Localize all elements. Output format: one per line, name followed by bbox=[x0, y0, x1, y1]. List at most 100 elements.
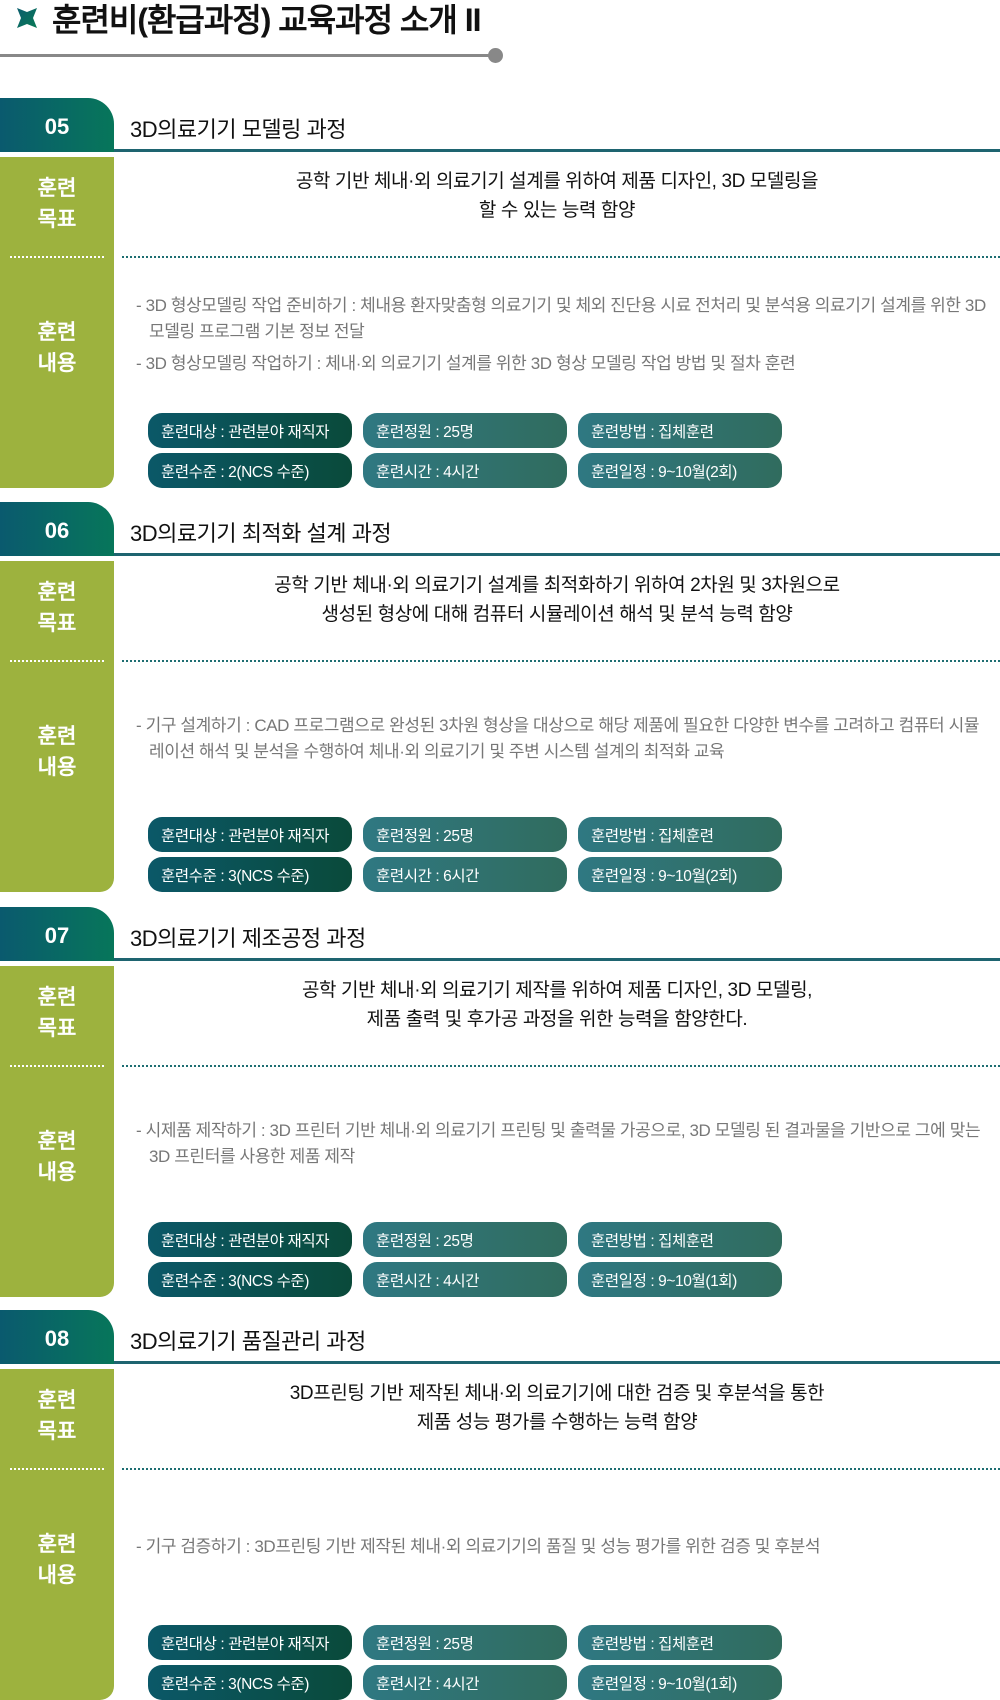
info-badge: 훈련대상 : 관련분야 재직자 bbox=[148, 817, 352, 852]
info-badge: 훈련일정 : 9~10월(1회) bbox=[578, 1665, 782, 1700]
goal-label-line: 목표 bbox=[37, 1017, 77, 1040]
training-content: - 기구 설계하기 : CAD 프로그램으로 완성된 3차원 형상을 대상으로 … bbox=[136, 662, 986, 816]
info-badge: 훈련방법 : 집체훈련 bbox=[578, 817, 782, 852]
info-badge: 훈련시간 : 4시간 bbox=[363, 1262, 567, 1297]
training-goal: 공학 기반 체내·외 의료기기 제작를 위하여 제품 디자인, 3D 모델링, 제… bbox=[114, 976, 1000, 1034]
dotted-divider bbox=[122, 1468, 1000, 1470]
header-divider bbox=[0, 54, 494, 57]
info-badge: 훈련정원 : 25명 bbox=[363, 413, 567, 448]
course-title: 3D의료기기 품질관리 과정 bbox=[130, 1329, 366, 1354]
dotted-divider bbox=[122, 256, 1000, 258]
info-badge: 훈련방법 : 집체훈련 bbox=[578, 1625, 782, 1660]
dotted-divider bbox=[10, 660, 104, 662]
label-column bbox=[0, 157, 114, 488]
title-underline bbox=[114, 958, 1000, 961]
divider-dot-icon bbox=[488, 48, 503, 63]
info-badge: 훈련대상 : 관련분야 재직자 bbox=[148, 413, 352, 448]
goal-line: 할 수 있는 능력 함양 bbox=[478, 200, 636, 221]
info-badge: 훈련시간 : 4시간 bbox=[363, 1665, 567, 1700]
content-label-line: 훈련 bbox=[37, 1533, 77, 1556]
goal-label-line: 목표 bbox=[37, 208, 77, 231]
goal-line: 제품 성능 평가를 수행하는 능력 함양 bbox=[416, 1412, 698, 1433]
dotted-divider bbox=[10, 256, 104, 258]
training-goal: 공학 기반 체내·외 의료기기 설계를 최적화하기 위하여 2차원 및 3차원으… bbox=[114, 571, 1000, 629]
info-badge: 훈련일정 : 9~10월(2회) bbox=[578, 857, 782, 892]
course-number-tab: 07 bbox=[0, 907, 114, 961]
goal-line: 3D프린팅 기반 제작된 체내·외 의료기기에 대한 검증 및 후분석을 통한 bbox=[289, 1383, 825, 1404]
content-label-line: 내용 bbox=[37, 352, 77, 375]
content-label-line: 훈련 bbox=[37, 321, 77, 344]
info-badge: 훈련수준 : 3(NCS 수준) bbox=[148, 1665, 352, 1700]
goal-line: 공학 기반 체내·외 의료기기 설계를 최적화하기 위하여 2차원 및 3차원으… bbox=[274, 575, 840, 596]
title-underline bbox=[114, 553, 1000, 556]
title-underline bbox=[114, 149, 1000, 152]
content-label-line: 훈련 bbox=[37, 1130, 77, 1153]
dotted-divider bbox=[10, 1468, 104, 1470]
label-column bbox=[0, 561, 114, 892]
label-column bbox=[0, 966, 114, 1297]
training-content: - 기구 검증하기 : 3D프린팅 기반 제작된 체내·외 의료기기의 품질 및… bbox=[136, 1470, 986, 1624]
goal-label-line: 훈련 bbox=[37, 581, 77, 604]
dotted-divider bbox=[10, 1065, 104, 1067]
content-item: - 3D 형상모델링 작업 준비하기 : 체내용 환자맞춤형 의료기기 및 체외… bbox=[136, 296, 986, 341]
info-badge: 훈련대상 : 관련분야 재직자 bbox=[148, 1625, 352, 1660]
goal-line: 생성된 형상에 대해 컴퓨터 시뮬레이션 해석 및 분석 능력 함양 bbox=[321, 604, 793, 625]
course-number-tab: 08 bbox=[0, 1310, 114, 1364]
training-content: - 시제품 제작하기 : 3D 프린터 기반 체내·외 의료기기 프린팅 및 출… bbox=[136, 1067, 986, 1221]
title-underline bbox=[114, 1361, 1000, 1364]
content-label-line: 내용 bbox=[37, 1161, 77, 1184]
training-content: - 3D 형상모델링 작업 준비하기 : 체내용 환자맞춤형 의료기기 및 체외… bbox=[136, 258, 986, 412]
label-column bbox=[0, 1369, 114, 1700]
info-badge: 훈련방법 : 집체훈련 bbox=[578, 413, 782, 448]
course-title: 3D의료기기 모델링 과정 bbox=[130, 117, 347, 142]
info-badge: 훈련일정 : 9~10월(1회) bbox=[578, 1262, 782, 1297]
info-badge: 훈련시간 : 4시간 bbox=[363, 453, 567, 488]
goal-label-line: 목표 bbox=[37, 1420, 77, 1443]
content-label-line: 훈련 bbox=[37, 725, 77, 748]
info-badge: 훈련대상 : 관련분야 재직자 bbox=[148, 1222, 352, 1257]
info-badge: 훈련정원 : 25명 bbox=[363, 817, 567, 852]
course-title: 3D의료기기 제조공정 과정 bbox=[130, 926, 366, 951]
page-title: 훈련비(환급과정) 교육과정 소개 II bbox=[52, 2, 481, 38]
info-badge: 훈련시간 : 6시간 bbox=[363, 857, 567, 892]
info-badge: 훈련정원 : 25명 bbox=[363, 1222, 567, 1257]
content-item: - 기구 설계하기 : CAD 프로그램으로 완성된 3차원 형상을 대상으로 … bbox=[136, 716, 980, 761]
goal-label-line: 훈련 bbox=[37, 177, 77, 200]
header-bullet-icon bbox=[17, 8, 37, 28]
goal-line: 공학 기반 체내·외 의료기기 제작를 위하여 제품 디자인, 3D 모델링, bbox=[301, 980, 813, 1001]
info-badge: 훈련수준 : 3(NCS 수준) bbox=[148, 857, 352, 892]
course-number-tab: 05 bbox=[0, 98, 114, 152]
content-item: - 기구 검증하기 : 3D프린팅 기반 제작된 체내·외 의료기기의 품질 및… bbox=[136, 1537, 821, 1556]
course-number-tab: 06 bbox=[0, 502, 114, 556]
course-title: 3D의료기기 최적화 설계 과정 bbox=[130, 521, 392, 546]
content-item: - 시제품 제작하기 : 3D 프린터 기반 체내·외 의료기기 프린팅 및 출… bbox=[136, 1121, 981, 1166]
dotted-divider bbox=[122, 660, 1000, 662]
goal-label-line: 훈련 bbox=[37, 1389, 77, 1412]
content-label-line: 내용 bbox=[37, 1564, 77, 1587]
dotted-divider bbox=[122, 1065, 1000, 1067]
info-badge: 훈련정원 : 25명 bbox=[363, 1625, 567, 1660]
info-badge: 훈련방법 : 집체훈련 bbox=[578, 1222, 782, 1257]
content-label-line: 내용 bbox=[37, 756, 77, 779]
info-badge: 훈련수준 : 3(NCS 수준) bbox=[148, 1262, 352, 1297]
goal-line: 제품 출력 및 후가공 과정을 위한 능력을 함양한다. bbox=[366, 1009, 748, 1030]
goal-line: 공학 기반 체내·외 의료기기 설계를 위하여 제품 디자인, 3D 모델링을 bbox=[295, 171, 819, 192]
